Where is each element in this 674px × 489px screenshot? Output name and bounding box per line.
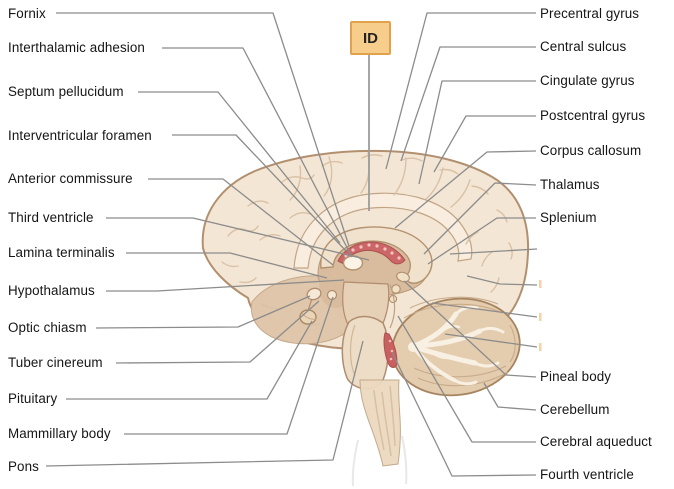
line-postcentral-gyrus bbox=[433, 115, 536, 173]
leader-lines bbox=[45, 12, 538, 477]
label-septum-pellucidum: Septum pellucidum bbox=[8, 84, 124, 99]
erased-label-marks bbox=[539, 280, 542, 351]
label-cingulate-gyrus: Cingulate gyrus bbox=[540, 73, 635, 88]
line-mammillary-body bbox=[124, 296, 334, 435]
label-pineal-body: Pineal body bbox=[540, 369, 612, 384]
label-lamina-terminalis: Lamina terminalis bbox=[8, 245, 115, 260]
line-unlabeled-3 bbox=[431, 302, 538, 318]
line-anterior-commissure bbox=[148, 178, 334, 266]
label-anterior-commissure: Anterior commissure bbox=[8, 171, 133, 186]
line-third-ventricle bbox=[106, 217, 370, 261]
label-pons: Pons bbox=[8, 459, 39, 474]
pineal-and-colliculi bbox=[388, 271, 410, 304]
fourth-ventricle-red bbox=[383, 332, 398, 368]
label-splenium: Splenium bbox=[540, 210, 597, 225]
label-mammillary-body: Mammillary body bbox=[8, 426, 111, 441]
line-thalamus bbox=[423, 182, 537, 255]
line-central-sulcus bbox=[400, 46, 536, 162]
line-unlabeled-2 bbox=[466, 275, 538, 286]
line-corpus-callosum bbox=[394, 150, 537, 229]
label-fourth-ventricle: Fourth ventricle bbox=[540, 467, 634, 482]
line-interventricular-foramen bbox=[172, 134, 347, 252]
line-precentral-gyrus bbox=[385, 12, 536, 170]
line-cerebellum bbox=[483, 382, 537, 411]
line-splenium bbox=[427, 217, 536, 265]
label-corpus-callosum: Corpus callosum bbox=[540, 143, 642, 158]
label-thalamus: Thalamus bbox=[540, 177, 600, 192]
medulla-shape bbox=[359, 379, 401, 467]
line-cerebral-aqueduct bbox=[397, 315, 536, 443]
label-cerebellum: Cerebellum bbox=[540, 402, 610, 417]
line-lamina-terminalis bbox=[126, 252, 328, 279]
line-optic-chiasm bbox=[95, 295, 311, 329]
label-interventricular-foramen: Interventricular foramen bbox=[8, 128, 152, 143]
optic-chiasm-shape bbox=[306, 287, 322, 301]
label-central-sulcus: Central sulcus bbox=[540, 39, 627, 54]
line-interthalamic-adhesion bbox=[162, 47, 353, 258]
line-fornix bbox=[56, 12, 350, 247]
label-hypothalamus: Hypothalamus bbox=[8, 283, 95, 298]
brainstem bbox=[341, 281, 408, 487]
line-septum-pellucidum bbox=[138, 91, 341, 244]
label-precentral-gyrus: Precentral gyrus bbox=[540, 6, 640, 21]
line-pineal-body bbox=[403, 280, 537, 378]
red-highlight-band bbox=[337, 241, 406, 265]
label-cerebral-aqueduct: Cerebral aqueduct bbox=[540, 434, 652, 449]
line-unlabeled-4 bbox=[444, 333, 538, 348]
label-tuber-cinereum: Tuber cinereum bbox=[8, 355, 103, 370]
pons-shape bbox=[341, 315, 389, 390]
line-pons bbox=[45, 340, 364, 467]
line-tuber-cinereum bbox=[115, 300, 320, 364]
arbor-vitae bbox=[411, 305, 505, 386]
label-pituitary: Pituitary bbox=[8, 391, 58, 406]
label-fornix: Fornix bbox=[8, 6, 46, 21]
id-marker-box: ID bbox=[350, 21, 391, 55]
line-fourth-ventricle bbox=[391, 351, 537, 477]
label-third-ventricle: Third ventricle bbox=[8, 210, 94, 225]
pituitary-shape bbox=[299, 309, 317, 325]
label-optic-chiasm: Optic chiasm bbox=[8, 320, 87, 335]
label-interthalamic-adhesion: Interthalamic adhesion bbox=[8, 40, 145, 55]
corpus-callosum-shape bbox=[320, 226, 433, 284]
line-cingulate-gyrus bbox=[418, 80, 536, 185]
line-pituitary bbox=[66, 320, 313, 400]
line-hypothalamus bbox=[106, 279, 345, 292]
line-unlabeled-1 bbox=[449, 248, 538, 255]
label-postcentral-gyrus: Postcentral gyrus bbox=[540, 108, 646, 123]
